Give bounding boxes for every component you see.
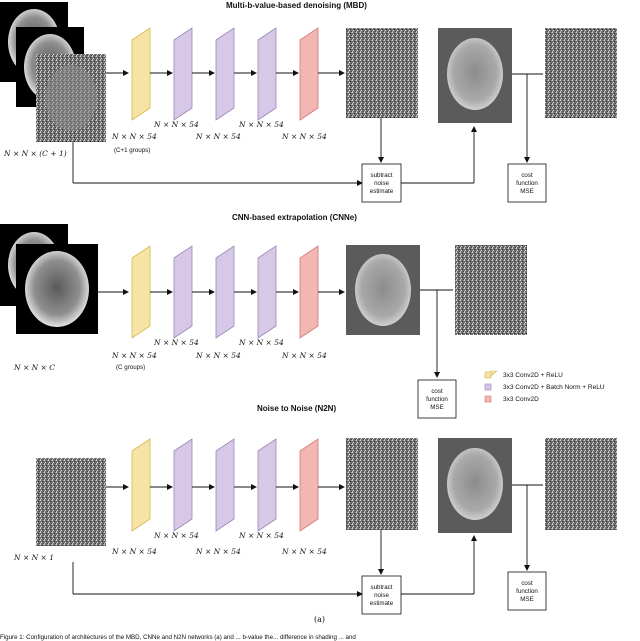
legend-conv-relu: 3x3 Conv2D + ReLU	[503, 372, 563, 379]
n2n-layer-4-dim: N × N × 54	[238, 531, 284, 540]
mbd-layer-4-dim: N × N × 54	[238, 120, 284, 129]
n2n-input-dim: N × N × 1	[13, 553, 54, 562]
svg-text:estimate: estimate	[370, 600, 394, 607]
mbd-cost-box: cost function MSE	[507, 163, 547, 203]
n2n-target-image	[545, 438, 617, 530]
n2n-layer-1-dim: N × N × 54	[111, 547, 157, 556]
cnne-title: CNN-based extrapolation (CNNe)	[232, 213, 357, 222]
n2n-layer-4	[257, 438, 277, 532]
svg-text:subtract: subtract	[370, 172, 392, 179]
n2n-layer-2	[173, 438, 193, 532]
svg-text:cost: cost	[431, 388, 443, 395]
n2n-noise-estimate-image	[346, 438, 418, 530]
cnne-input-stack	[0, 224, 98, 334]
svg-text:function: function	[426, 396, 448, 403]
mbd-layer-2	[173, 27, 193, 121]
n2n-denoised-image	[438, 438, 512, 533]
legend-conv-bn-relu: 3x3 Conv2D + Batch Norm + ReLU	[503, 384, 605, 391]
cnne-layer-4-dim: N × N × 54	[238, 338, 284, 347]
cnne-layer-3	[215, 245, 235, 339]
mbd-layer-5-dim: N × N × 54	[281, 132, 327, 141]
n2n-layer-2-dim: N × N × 54	[153, 531, 199, 540]
mbd-layer-5	[299, 27, 319, 121]
svg-text:cost: cost	[521, 580, 533, 587]
legend-conv: 3x3 Conv2D	[503, 396, 539, 403]
svg-text:noise: noise	[374, 592, 389, 599]
svg-text:MSE: MSE	[430, 404, 443, 411]
mbd-input-stack	[0, 2, 106, 142]
cnne-cost-box: cost function MSE	[417, 379, 457, 419]
n2n-input-image	[36, 458, 106, 546]
svg-text:subtract: subtract	[370, 584, 392, 591]
svg-text:estimate: estimate	[370, 188, 394, 195]
legend: 3x3 Conv2D + ReLU 3x3 Conv2D + Batch Nor…	[484, 370, 605, 403]
cnne-layer-5-dim: N × N × 54	[281, 351, 327, 360]
n2n-layer-3	[215, 438, 235, 532]
cnne-layer-1	[131, 245, 151, 339]
mbd-subtract-box: subtract noise estimate	[361, 163, 402, 203]
n2n-layer-3-dim: N × N × 54	[195, 547, 241, 556]
mbd-layer-4	[257, 27, 277, 121]
n2n-layer-5	[299, 438, 319, 532]
mbd-layer-3-dim: N × N × 54	[195, 132, 241, 141]
mbd-noise-estimate-image	[346, 28, 418, 118]
n2n-title: Noise to Noise (N2N)	[257, 404, 336, 413]
cnne-layer-2-dim: N × N × 54	[153, 338, 199, 347]
cnne-layer-1-dim: N × N × 54	[111, 351, 157, 360]
cnne-layer-3-dim: N × N × 54	[195, 351, 241, 360]
cnne-target-image	[455, 245, 527, 335]
mbd-target-image	[545, 28, 617, 118]
cnne-layer-5	[299, 245, 319, 339]
mbd-input-dim: N × N × (C + 1)	[3, 149, 67, 158]
cnne-output-image	[346, 245, 420, 335]
mbd-layer-1-dim: N × N × 54	[111, 132, 157, 141]
svg-text:MSE: MSE	[520, 596, 533, 603]
mbd-layer-3	[215, 27, 235, 121]
figure-footer-text: Figure 1: Configuration of architectures…	[0, 634, 356, 641]
svg-text:function: function	[516, 180, 538, 187]
svg-text:function: function	[516, 588, 538, 595]
figure-caption: (a)	[314, 615, 325, 624]
cnne-input-dim: N × N × C	[13, 363, 55, 372]
svg-text:MSE: MSE	[520, 188, 533, 195]
n2n-cost-box: cost function MSE	[507, 571, 547, 611]
mbd-layer-1	[131, 27, 151, 121]
n2n-subtract-box: subtract noise estimate	[361, 575, 402, 615]
svg-text:noise: noise	[374, 180, 389, 187]
cnne-layer-2	[173, 245, 193, 339]
cnne-groups-note: (C groups)	[116, 364, 145, 371]
cnne-layer-4	[257, 245, 277, 339]
mbd-layer-2-dim: N × N × 54	[153, 120, 199, 129]
mbd-denoised-image	[438, 28, 512, 123]
svg-text:cost: cost	[521, 172, 533, 179]
mbd-groups-note: (C+1 groups)	[114, 147, 150, 154]
n2n-layer-1	[131, 438, 151, 532]
mbd-title: Multi-b-value-based denoising (MBD)	[226, 1, 367, 10]
n2n-layer-5-dim: N × N × 54	[281, 547, 327, 556]
